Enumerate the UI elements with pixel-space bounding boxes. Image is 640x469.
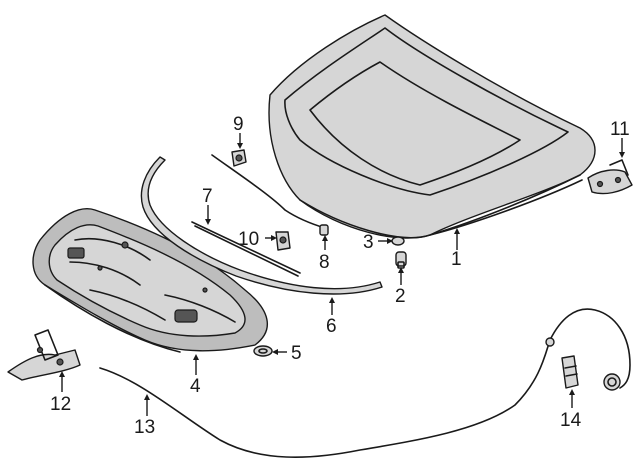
bracket-10 (275, 231, 291, 251)
callout-labels: 1 2 3 4 5 6 7 8 9 10 11 12 13 14 (50, 114, 630, 438)
callout-10: 10 (238, 229, 259, 250)
release-cable-13 (99, 308, 631, 458)
callout-7: 7 (202, 186, 213, 207)
leader-lines (59, 133, 625, 416)
hood-panel (268, 14, 596, 239)
seal-strip-6 (140, 156, 383, 295)
callout-3: 3 (363, 232, 374, 253)
clip-3 (391, 236, 405, 246)
callout-1: 1 (451, 249, 462, 270)
callout-5: 5 (291, 343, 302, 364)
seal-rod-8 (211, 154, 329, 236)
callout-8: 8 (319, 252, 330, 273)
callout-6: 6 (326, 316, 337, 337)
callout-2: 2 (395, 286, 406, 307)
callout-12: 12 (50, 394, 71, 415)
callout-4: 4 (190, 376, 201, 397)
release-handle-14 (561, 355, 579, 389)
callout-9: 9 (233, 114, 244, 135)
callout-14: 14 (560, 410, 582, 431)
callout-11: 11 (610, 119, 630, 140)
hinge-11 (587, 159, 633, 195)
hood-latch-12 (7, 329, 81, 381)
grommet-5 (253, 345, 273, 357)
strip-7 (191, 221, 301, 277)
callout-13: 13 (134, 417, 155, 438)
clip-9 (231, 149, 247, 167)
hood-bumper-2 (395, 251, 407, 269)
hood-inner-panel (32, 208, 268, 353)
